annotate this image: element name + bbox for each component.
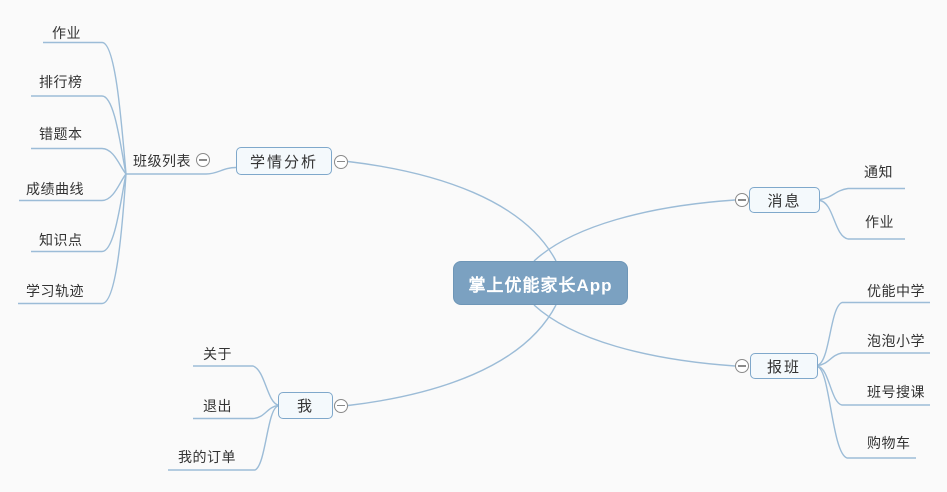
minus-glyph: [199, 159, 207, 161]
link-root-xueqing-fenxi: [347, 160, 557, 262]
node-paopao-xiaoxue[interactable]: 泡泡小学: [867, 333, 925, 349]
link-root-wo: [347, 304, 557, 407]
node-wo[interactable]: 我: [278, 392, 333, 419]
collapse-minus-icon-wo[interactable]: [334, 398, 348, 413]
link-line-banji-liebiao: [126, 166, 237, 175]
collapse-minus-icon-xueqing-fenxi[interactable]: [334, 154, 348, 169]
link-line-zuoye: [43, 41, 127, 175]
node-wode-dingdan[interactable]: 我的订单: [178, 449, 236, 465]
node-tuichu[interactable]: 退出: [203, 398, 232, 414]
node-xuexi-guiji[interactable]: 学习轨迹: [26, 283, 84, 299]
node-zuoye-right[interactable]: 作业: [865, 214, 894, 230]
minus-glyph: [337, 404, 345, 407]
link-line-guanyu: [193, 365, 279, 406]
node-banhao-souke[interactable]: 班号搜课: [867, 384, 925, 400]
link-line-youneng-zhongxue: [817, 301, 930, 366]
node-guanyu[interactable]: 关于: [203, 346, 232, 362]
node-baoban[interactable]: 报班: [750, 353, 818, 379]
node-gouwuche[interactable]: 购物车: [867, 435, 911, 451]
node-xueqing-fenxi[interactable]: 学情分析: [236, 147, 332, 175]
link-line-tuichu: [193, 404, 279, 420]
minus-glyph: [738, 199, 746, 201]
collapse-minus-icon-xiaoxi[interactable]: [735, 193, 749, 207]
node-xiaoxi[interactable]: 消息: [749, 187, 820, 213]
node-cuotiben[interactable]: 错题本: [39, 126, 83, 142]
minus-glyph: [738, 365, 746, 367]
node-tongzhi[interactable]: 通知: [864, 164, 893, 180]
link-line-chengji-quxian: [19, 173, 127, 202]
node-root[interactable]: 掌上优能家长App: [453, 261, 628, 305]
node-youneng-zhongxue[interactable]: 优能中学: [867, 283, 925, 299]
node-chengji-quxian[interactable]: 成绩曲线: [26, 181, 84, 197]
link-line-xuexi-guiji: [18, 173, 127, 305]
link-root-xiaoxi: [533, 199, 736, 262]
link-line-banhao-souke: [817, 365, 930, 406]
link-line-zhishidian: [31, 173, 127, 253]
node-paihangbang[interactable]: 排行榜: [39, 74, 83, 90]
link-line-paihangbang: [31, 95, 127, 175]
link-root-baoban: [533, 304, 736, 367]
node-zuoye[interactable]: 作业: [52, 25, 81, 41]
collapse-minus-icon-baoban[interactable]: [735, 359, 749, 373]
link-line-tongzhi: [819, 187, 905, 201]
link-line-zuoye-right: [819, 199, 905, 240]
collapse-minus-icon-banji-liebiao[interactable]: [196, 153, 210, 167]
node-banji-liebiao[interactable]: 班级列表: [133, 153, 191, 169]
link-line-cuotiben: [31, 147, 127, 175]
link-line-paopao-xiaoxue: [817, 352, 930, 367]
minus-glyph: [337, 160, 345, 163]
link-line-gouwuche: [817, 366, 916, 459]
link-line-wode-dingdan: [168, 405, 279, 471]
node-zhishidian[interactable]: 知识点: [39, 232, 83, 248]
